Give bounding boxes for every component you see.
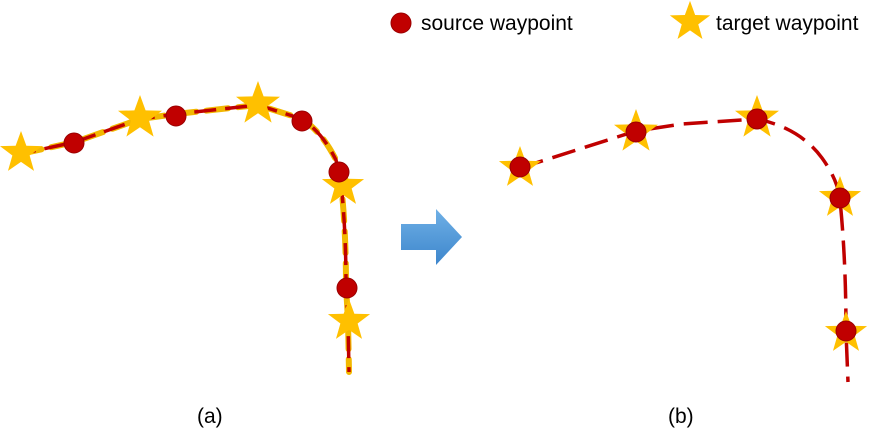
panel-b-trajectory-path: [519, 117, 850, 383]
panel-a-caption: (a): [197, 405, 223, 428]
legend-source-label: source waypoint: [421, 12, 573, 35]
panel-b-source-dot-icon: [829, 187, 851, 209]
panel-b-source-dot-icon: [625, 121, 647, 143]
panel-b-source-dot-icon: [509, 156, 531, 178]
panel-b-source-dot-icon: [835, 320, 857, 342]
panel-b-caption: (b): [668, 405, 694, 428]
legend-target-star-icon: [669, 0, 711, 40]
panel-a-source-dot-icon: [63, 132, 85, 154]
panel-a-source-dot-icon: [165, 105, 187, 127]
transition-arrow-icon: [401, 209, 462, 265]
panel-a-target-star-icon: [236, 81, 280, 123]
panel-b: (b): [498, 95, 868, 428]
panel-a-source-dot-icon: [291, 110, 313, 132]
legend-target-label: target waypoint: [716, 12, 859, 35]
panel-b-source-dot-icon: [746, 108, 768, 130]
legend-source-dot-icon: [390, 12, 412, 34]
legend: source waypoint target waypoint: [390, 0, 859, 40]
panel-a-source-dot-icon: [328, 161, 350, 183]
panel-a: (a): [0, 81, 371, 428]
panel-a-source-dot-icon: [336, 277, 358, 299]
